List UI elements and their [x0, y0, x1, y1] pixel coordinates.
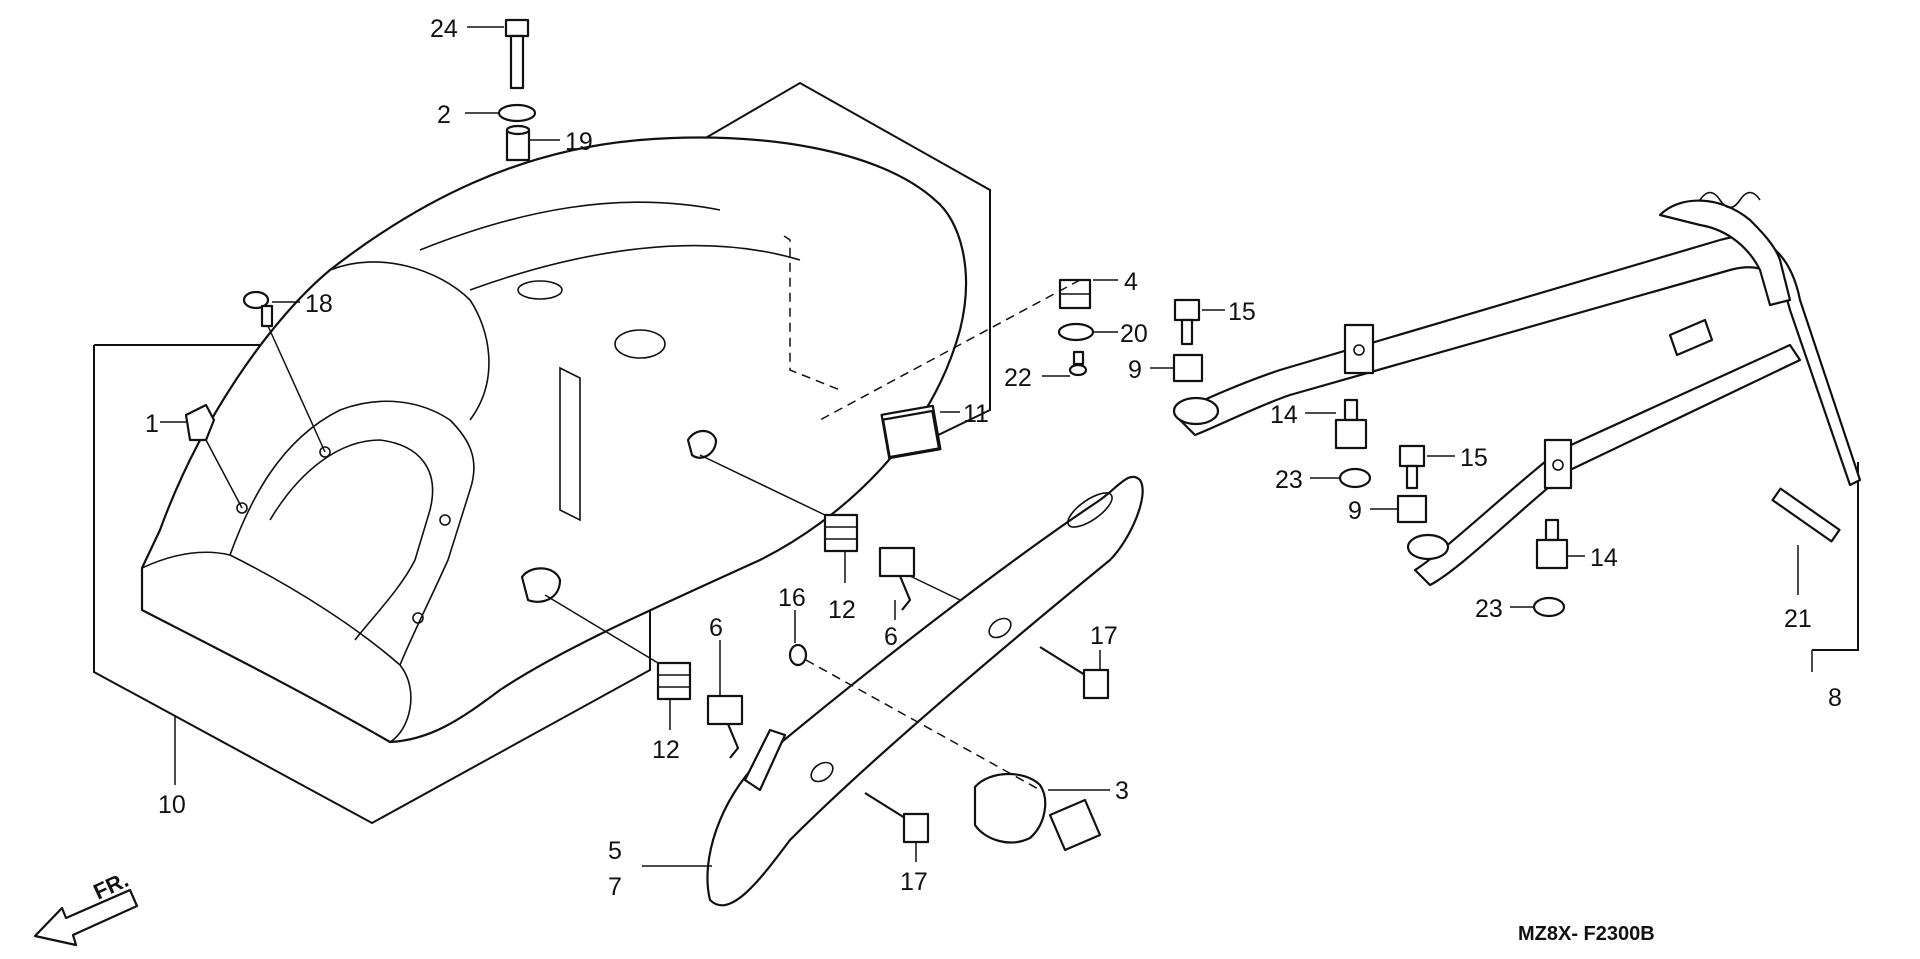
screw-22	[1068, 350, 1088, 377]
label-17-lower: 17	[900, 868, 928, 896]
label-18: 18	[305, 290, 333, 318]
bolt-17-lower	[864, 792, 930, 844]
label-5: 5	[608, 837, 622, 865]
label-7: 7	[608, 873, 622, 901]
rear-fender-cowl	[140, 136, 968, 744]
washer-2	[497, 103, 537, 123]
nut-9-lower	[1396, 494, 1428, 524]
label-8: 8	[1828, 684, 1842, 712]
label-20: 20	[1120, 320, 1148, 348]
clip-1	[184, 403, 216, 442]
label-15-lower: 15	[1460, 444, 1488, 472]
plate-11	[881, 409, 941, 459]
label-14-upper: 14	[1270, 401, 1298, 429]
pin-21	[1771, 487, 1841, 543]
grommet-12-upper	[823, 513, 859, 553]
callout-labels: 24 2 19 18 1 10 4 20 22 11 12 6 16 6 17 …	[145, 15, 1842, 901]
bolt-24	[504, 18, 530, 90]
rear-carrier-frame	[1172, 191, 1862, 587]
lock-cam-6-lower	[706, 694, 744, 759]
bolt-15-lower	[1398, 444, 1426, 490]
label-2: 2	[437, 101, 451, 129]
label-23-upper: 23	[1275, 466, 1303, 494]
front-arrow-icon	[33, 888, 139, 947]
label-22: 22	[1004, 364, 1032, 392]
grommet-12-lower	[656, 661, 692, 701]
label-4: 4	[1124, 268, 1138, 296]
label-15-upper: 15	[1228, 298, 1256, 326]
rubber-14-lower	[1535, 518, 1569, 570]
lock-cam-6-upper	[878, 546, 916, 611]
label-10: 10	[158, 791, 186, 819]
label-21: 21	[1784, 605, 1812, 633]
bolt-17-right	[1039, 646, 1110, 700]
label-11: 11	[963, 400, 989, 428]
label-6-upper: 6	[884, 623, 898, 651]
seat-lock-3	[973, 772, 1102, 852]
diagram-code: MZ8X- F2300B	[1518, 923, 1655, 945]
label-3: 3	[1115, 777, 1129, 805]
label-23-lower: 23	[1475, 595, 1503, 623]
label-1: 1	[145, 410, 159, 438]
label-12-upper: 12	[828, 596, 856, 624]
washer-20	[1057, 322, 1095, 342]
label-16: 16	[778, 584, 806, 612]
label-6-lower: 6	[709, 614, 723, 642]
label-17-right: 17	[1090, 622, 1118, 650]
label-14-lower: 14	[1590, 544, 1618, 572]
screw-16	[788, 643, 808, 667]
grommet-4	[1058, 278, 1092, 310]
front-direction-marker: FR.	[33, 867, 139, 947]
nut-9-upper	[1172, 353, 1204, 383]
label-24: 24	[430, 15, 458, 43]
label-9-lower: 9	[1348, 497, 1362, 525]
leader-lines	[160, 26, 1813, 867]
rubber-14-upper	[1334, 398, 1368, 450]
bolt-15-upper	[1173, 298, 1201, 346]
bolt-18	[242, 290, 274, 328]
label-9-upper: 9	[1128, 356, 1142, 384]
collar-19	[505, 124, 531, 162]
nut-23-upper	[1338, 467, 1372, 489]
label-12-lower: 12	[652, 736, 680, 764]
grab-rail	[706, 475, 1144, 907]
nut-23-lower	[1532, 596, 1566, 618]
label-19: 19	[565, 128, 593, 156]
